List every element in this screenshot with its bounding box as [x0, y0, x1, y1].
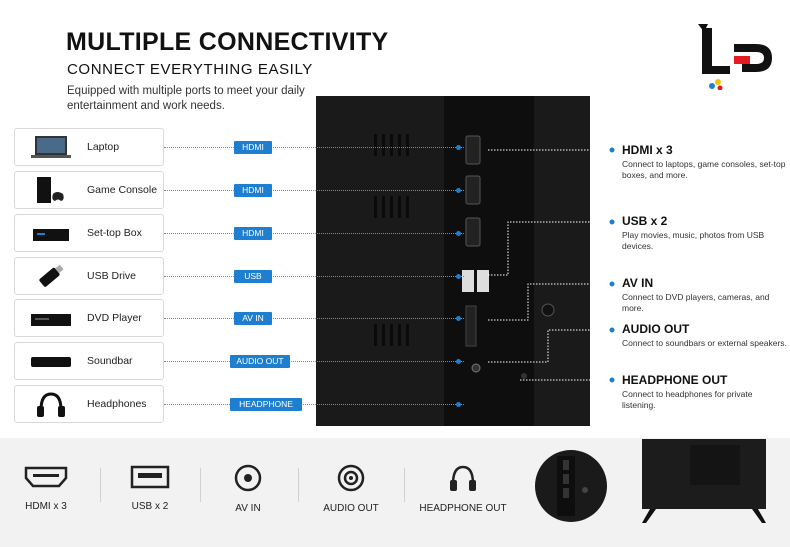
hdmi-port-icon	[24, 466, 68, 488]
bottom-item-audio-out: AUDIO OUT	[316, 464, 386, 514]
connector-line	[164, 361, 464, 362]
info-heading: HDMI x 3	[622, 143, 673, 157]
info-heading: AUDIO OUT	[622, 322, 690, 336]
headphones-icon	[37, 392, 65, 417]
usb-drive-icon	[39, 264, 64, 287]
separator	[200, 468, 201, 502]
connector-line	[164, 190, 464, 191]
tv-back-panel	[316, 96, 590, 426]
brand-logo-icon	[698, 24, 772, 90]
info-heading: AV IN	[622, 276, 654, 290]
port-badge: AV IN	[234, 312, 272, 325]
device-label: Soundbar	[87, 355, 133, 367]
bottom-item-hdmi: HDMI x 3	[14, 464, 78, 512]
device-laptop: Laptop	[14, 128, 164, 166]
port-badge: USB	[234, 270, 272, 283]
device-dvd-player: DVD Player	[14, 299, 164, 337]
separator	[404, 468, 405, 502]
port-zoom-image	[535, 450, 607, 522]
tv-back-image	[642, 439, 766, 523]
device-game-console: Game Console	[14, 171, 164, 209]
laptop-icon	[31, 136, 71, 158]
info-usb: USB x 2 Play movies, music, photos from …	[622, 214, 787, 252]
bottom-item-av-in: AV IN	[216, 464, 280, 514]
device-label: DVD Player	[87, 312, 142, 324]
page-description: Equipped with multiple ports to meet you…	[67, 85, 305, 112]
info-av-in: AV IN Connect to DVD players, cameras, a…	[622, 276, 787, 314]
port-badge: HDMI	[234, 184, 272, 197]
bottom-item-label: HEADPHONE OUT	[419, 503, 507, 514]
device-label: Set-top Box	[87, 227, 142, 239]
device-headphones: Headphones	[14, 385, 164, 423]
info-text: Connect to DVD players, cameras, and mor…	[622, 292, 770, 313]
port-dot	[456, 359, 461, 364]
bottom-item-label: USB x 2	[131, 501, 169, 512]
separator	[298, 468, 299, 502]
dvd-player-icon	[31, 314, 71, 326]
info-text: Connect to headphones for private listen…	[622, 389, 753, 410]
device-label: Laptop	[87, 141, 120, 153]
bottom-item-label: AUDIO OUT	[323, 503, 379, 514]
game-console-icon	[37, 177, 64, 203]
device-label: USB Drive	[87, 270, 137, 282]
port-dot	[456, 231, 461, 236]
bottom-item-label: HDMI x 3	[25, 501, 67, 512]
port-dot	[456, 145, 461, 150]
soundbar-icon	[31, 357, 71, 367]
port-dot	[456, 402, 461, 407]
connector-line	[164, 404, 464, 405]
port-badge: HDMI	[234, 141, 272, 154]
info-hdmi: HDMI x 3 Connect to laptops, game consol…	[622, 143, 787, 181]
info-heading: HEADPHONE OUT	[622, 373, 728, 387]
device-label: Game Console	[87, 184, 158, 196]
port-dot	[456, 316, 461, 321]
av-in-icon	[234, 464, 262, 492]
bottom-item-headphone-out: HEADPHONE OUT	[418, 464, 508, 514]
info-text: Connect to soundbars or external speaker…	[622, 338, 787, 348]
port-badge: HEADPHONE OUT	[230, 398, 302, 422]
connector-line	[164, 147, 464, 148]
connector-line	[164, 276, 464, 277]
usb-port-icon	[130, 465, 170, 489]
headphone-out-icon	[450, 465, 476, 491]
info-text: Connect to laptops, game consoles, set-t…	[622, 159, 786, 180]
info-headphone-out: HEADPHONE OUT Connect to headphones for …	[622, 373, 787, 411]
connector-line	[164, 233, 464, 234]
page-title: MULTIPLE CONNECTIVITY	[66, 28, 389, 56]
bottom-item-usb: USB x 2	[118, 464, 182, 512]
port-badge: AUDIO OUT	[230, 355, 290, 368]
info-audio-out: AUDIO OUT Connect to soundbars or extern…	[622, 322, 787, 349]
info-text: Play movies, music, photos from USB devi…	[622, 230, 765, 251]
bottom-item-label: AV IN	[235, 503, 261, 514]
connector-line	[164, 318, 464, 319]
port-dot	[456, 274, 461, 279]
device-label: Headphones	[87, 398, 147, 410]
info-heading: USB x 2	[622, 214, 668, 228]
separator	[100, 468, 101, 502]
set-top-box-icon	[33, 229, 69, 241]
page-subtitle: CONNECT EVERYTHING EASILY	[67, 61, 313, 78]
device-usb-drive: USB Drive	[14, 257, 164, 295]
device-set-top-box: Set-top Box	[14, 214, 164, 252]
audio-out-icon	[337, 464, 365, 492]
port-dot	[456, 188, 461, 193]
device-soundbar: Soundbar	[14, 342, 164, 380]
port-badge: HDMI	[234, 227, 272, 240]
